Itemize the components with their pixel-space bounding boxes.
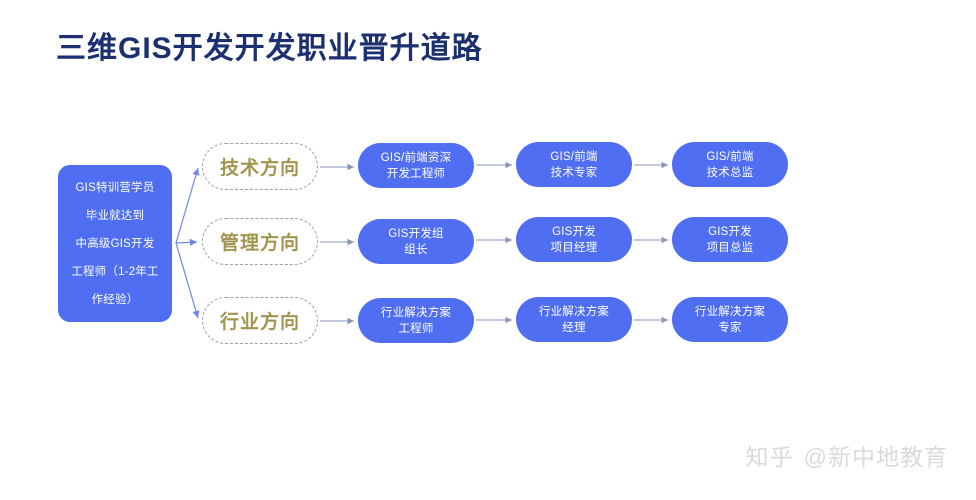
role-node-management-1[interactable]: GIS开发组 组长 bbox=[358, 219, 474, 264]
role-node-industry-2[interactable]: 行业解决方案 经理 bbox=[516, 297, 632, 342]
watermark: 知乎 @新中地教育 bbox=[746, 438, 948, 472]
direction-label: 行业方向 bbox=[219, 312, 300, 333]
origin-line: 毕业就达到 bbox=[85, 209, 145, 222]
origin-line: 中高级GIS开发 bbox=[75, 237, 155, 250]
watermark-brand: 知乎 bbox=[745, 444, 794, 470]
role-line: 组长 bbox=[404, 243, 428, 256]
role-line: GIS/前端资深 bbox=[380, 151, 452, 164]
role-node-management-2[interactable]: GIS开发 项目经理 bbox=[516, 217, 632, 262]
role-node-management-3[interactable]: GIS开发 项目总监 bbox=[672, 217, 788, 262]
role-line: 行业解决方案 bbox=[538, 305, 610, 318]
direction-node-technical[interactable]: 技术方向 bbox=[202, 143, 318, 190]
role-node-technical-2[interactable]: GIS/前端 技术专家 bbox=[516, 142, 632, 187]
role-line: 行业解决方案 bbox=[694, 305, 766, 318]
role-line: 技术总监 bbox=[706, 166, 754, 179]
role-node-industry-1[interactable]: 行业解决方案 工程师 bbox=[358, 298, 474, 343]
direction-label: 管理方向 bbox=[219, 233, 300, 254]
origin-line: GIS特训营学员 bbox=[75, 181, 155, 194]
role-line: GIS开发组 bbox=[388, 227, 444, 240]
role-line: GIS开发 bbox=[552, 225, 596, 238]
role-line: 行业解决方案 bbox=[380, 306, 452, 319]
origin-line: 工程师（1-2年工 bbox=[71, 265, 159, 278]
role-line: 项目经理 bbox=[550, 241, 598, 254]
role-node-technical-3[interactable]: GIS/前端 技术总监 bbox=[672, 142, 788, 187]
origin-node[interactable]: GIS特训营学员 毕业就达到 中高级GIS开发 工程师（1-2年工 作经验） bbox=[58, 165, 172, 322]
role-line: GIS开发 bbox=[708, 225, 752, 238]
fanout-arrows bbox=[175, 167, 200, 319]
direction-node-management[interactable]: 管理方向 bbox=[202, 218, 318, 265]
page-title: 三维GIS开发开发职业晋升道路 bbox=[56, 32, 483, 65]
watermark-handle: @新中地教育 bbox=[803, 444, 948, 470]
role-line: GIS/前端 bbox=[706, 150, 754, 163]
role-line: 项目总监 bbox=[706, 241, 754, 254]
role-line: 经理 bbox=[562, 321, 586, 334]
role-line: 工程师 bbox=[398, 322, 434, 335]
origin-line: 作经验） bbox=[91, 293, 139, 306]
role-line: 技术专家 bbox=[550, 166, 598, 179]
role-line: 开发工程师 bbox=[386, 167, 446, 180]
role-line: 专家 bbox=[718, 321, 742, 334]
direction-node-industry[interactable]: 行业方向 bbox=[202, 297, 318, 344]
role-node-technical-1[interactable]: GIS/前端资深 开发工程师 bbox=[358, 143, 474, 188]
role-node-industry-3[interactable]: 行业解决方案 专家 bbox=[672, 297, 788, 342]
role-line: GIS/前端 bbox=[550, 150, 598, 163]
direction-label: 技术方向 bbox=[219, 158, 300, 179]
